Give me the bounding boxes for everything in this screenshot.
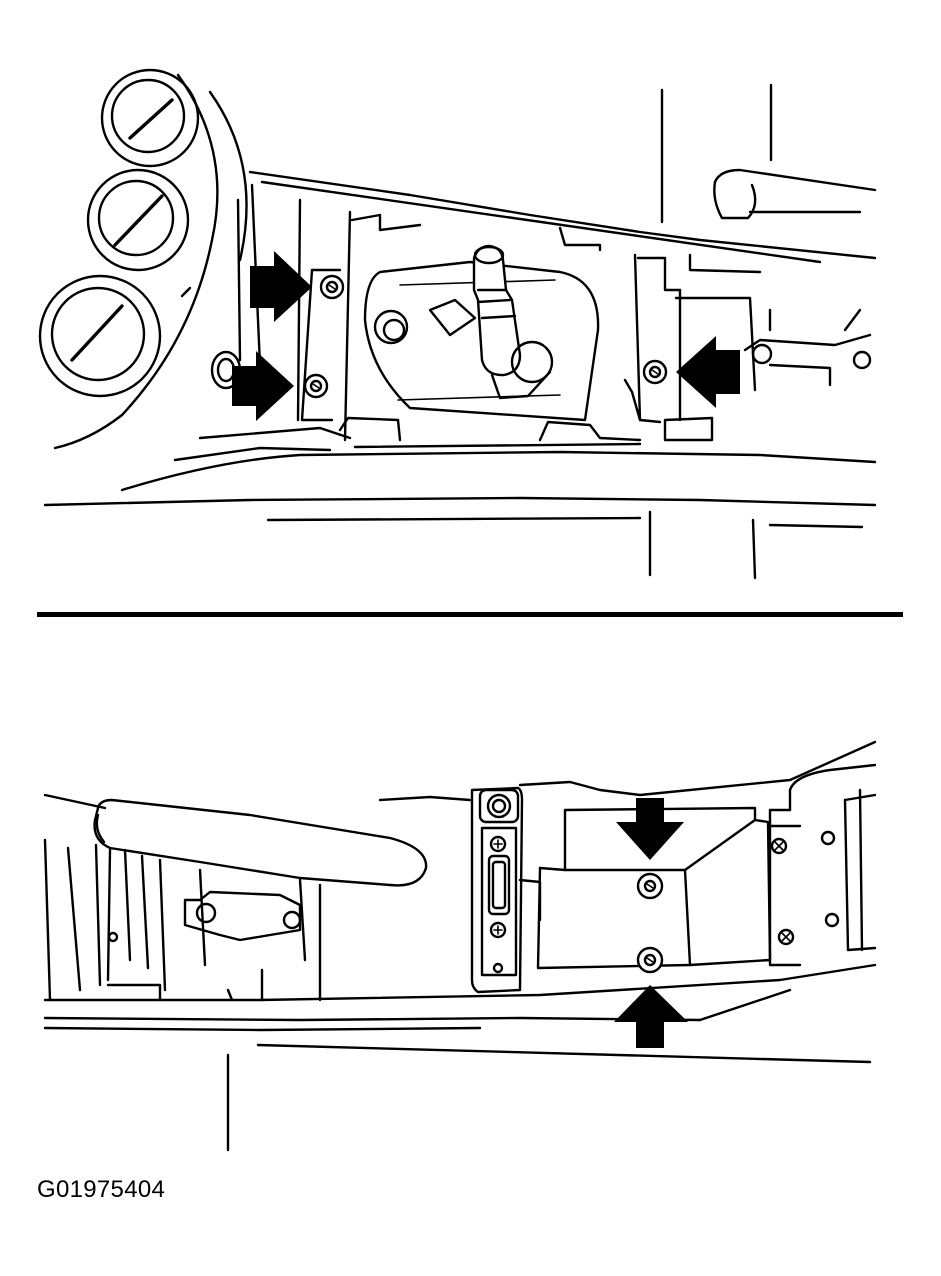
- figure-code: G01975404: [37, 1176, 166, 1203]
- bottom-arrows: [614, 798, 688, 1048]
- bezel-frame: [300, 213, 662, 449]
- rear-console-outline: [43, 740, 877, 1152]
- panel-divider: [37, 612, 903, 617]
- dash-vents: [38, 68, 248, 450]
- console-outline: [43, 83, 877, 580]
- arrow-down-icon: [616, 798, 684, 860]
- arrow-right-icon: [232, 351, 294, 421]
- right-brackets: [623, 168, 877, 442]
- arrow-right-icon: [250, 251, 312, 322]
- right-bracket: [768, 763, 877, 967]
- top-arrows: [232, 251, 740, 421]
- arrow-left-icon: [676, 336, 740, 408]
- bottom-panel: [43, 740, 877, 1152]
- arrow-up-icon: [614, 985, 688, 1048]
- top-panel: [38, 68, 877, 580]
- brake-lever: [93, 798, 428, 1002]
- center-module: [470, 786, 542, 994]
- shift-lever: [363, 244, 600, 422]
